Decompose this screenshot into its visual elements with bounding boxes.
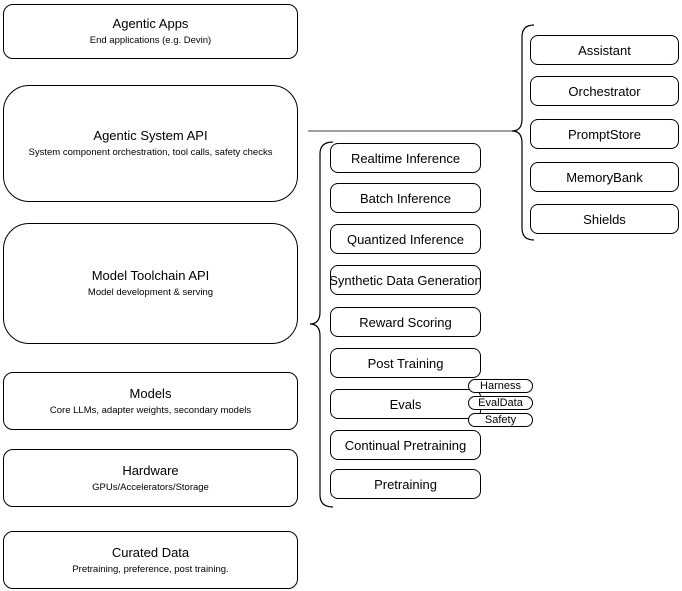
- toolchain-item-evals: Evals: [330, 389, 481, 419]
- toolchain-item-pretraining: Pretraining: [330, 469, 481, 499]
- layer-subtitle: System component orchestration, tool cal…: [28, 147, 273, 158]
- component-orchestrator: Orchestrator: [530, 76, 679, 106]
- layer-curated-data: Curated Data Pretraining, preference, po…: [3, 531, 298, 589]
- toolchain-item-realtime-inference: Realtime Inference: [330, 143, 481, 173]
- eval-tag-evaldata: EvalData: [468, 396, 533, 410]
- eval-tag-harness: Harness: [468, 379, 533, 393]
- layer-hardware: Hardware GPUs/Accelerators/Storage: [3, 449, 298, 507]
- toolchain-item-reward-scoring: Reward Scoring: [330, 307, 481, 337]
- layer-subtitle: End applications (e.g. Devin): [89, 35, 212, 46]
- toolchain-item-synthetic-data-generation: Synthetic Data Generation: [329, 265, 482, 295]
- layer-subtitle: GPUs/Accelerators/Storage: [92, 481, 209, 493]
- toolchain-item-quantized-inference: Quantized Inference: [330, 224, 481, 254]
- eval-tag-safety: Safety: [468, 413, 533, 427]
- layer-title: Agentic Apps: [112, 16, 189, 31]
- layer-title: Agentic System API: [93, 128, 208, 143]
- component-memorybank: MemoryBank: [530, 162, 679, 192]
- toolchain-item-batch-inference: Batch Inference: [330, 183, 481, 213]
- layer-title: Curated Data: [111, 544, 190, 560]
- layer-subtitle: Core LLMs, adapter weights, secondary mo…: [49, 404, 252, 416]
- layer-agentic-system-api: Agentic System API System component orch…: [3, 85, 298, 202]
- toolchain-item-post-training: Post Training: [330, 348, 481, 378]
- layer-models: Models Core LLMs, adapter weights, secon…: [3, 372, 298, 430]
- layer-model-toolchain-api: Model Toolchain API Model development & …: [3, 223, 298, 344]
- component-shields: Shields: [530, 204, 679, 234]
- layer-agentic-apps: Agentic Apps End applications (e.g. Devi…: [3, 4, 298, 59]
- layer-subtitle: Pretraining, preference, post training.: [72, 563, 229, 575]
- component-assistant: Assistant: [530, 35, 679, 65]
- layer-title: Hardware: [122, 462, 179, 478]
- toolchain-item-continual-pretraining: Continual Pretraining: [330, 430, 481, 460]
- layer-subtitle: Model development & serving: [87, 287, 214, 298]
- component-promptstore: PromptStore: [530, 119, 679, 149]
- layer-title: Model Toolchain API: [91, 268, 210, 283]
- layer-title: Models: [129, 385, 172, 401]
